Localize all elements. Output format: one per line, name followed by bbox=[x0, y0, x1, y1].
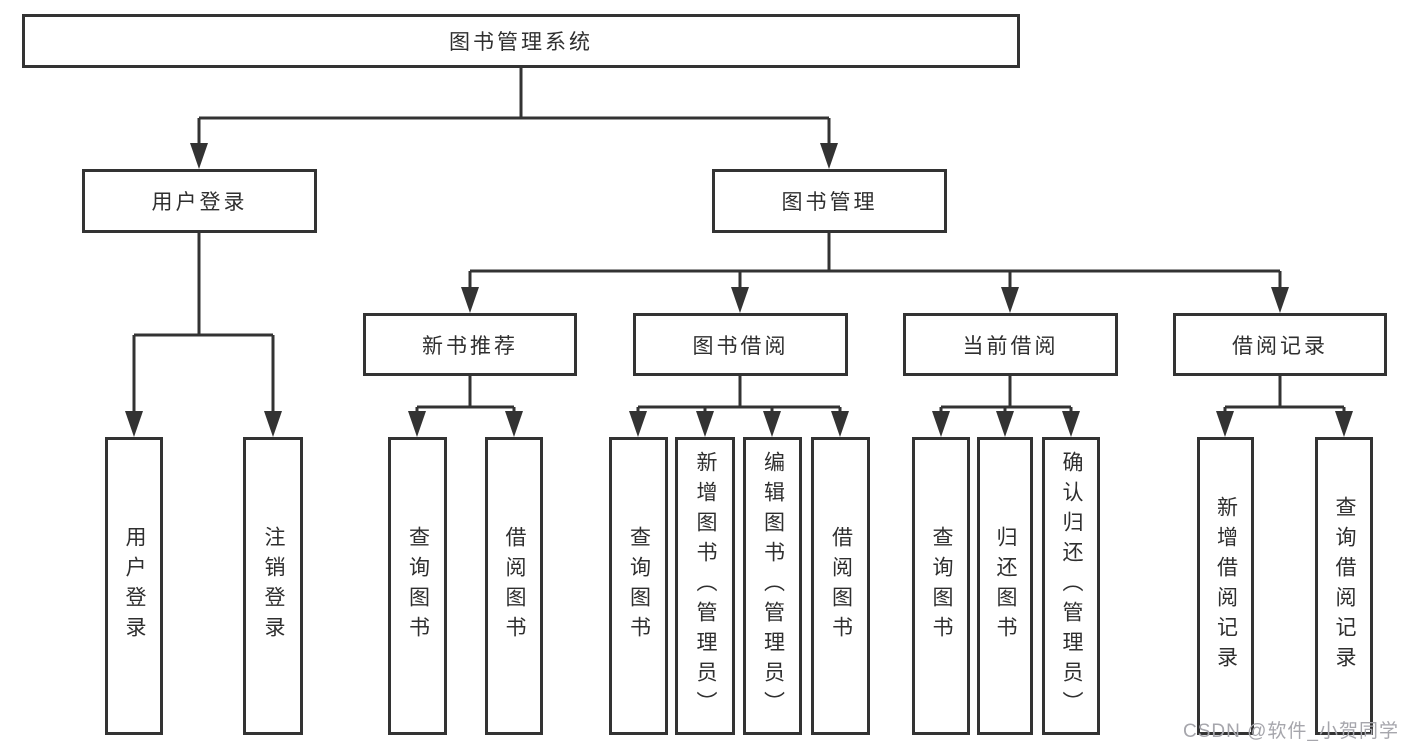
node-book-borrowing-label: 图书借阅 bbox=[692, 334, 789, 358]
leaf-query-books-borrowing: 查询图书 bbox=[609, 437, 668, 735]
csdn-watermark: CSDN @软件_小贺同学 bbox=[1183, 721, 1399, 742]
leaf-borrow-books-recommend-label: 借阅图书 bbox=[503, 526, 526, 646]
arrowhead bbox=[125, 411, 143, 437]
node-borrowing-records: 借阅记录 bbox=[1173, 313, 1387, 376]
node-new-book-recommend: 新书推荐 bbox=[363, 313, 577, 376]
arrowhead bbox=[505, 411, 523, 437]
arrowheads bbox=[125, 143, 1353, 437]
leaf-user-login-label: 用户登录 bbox=[123, 526, 146, 646]
arrowhead bbox=[996, 411, 1014, 437]
leaf-confirm-return-admin: 确认归还（管理员） bbox=[1042, 437, 1100, 735]
arrowhead bbox=[1271, 287, 1289, 313]
leaf-query-books-recommend: 查询图书 bbox=[388, 437, 447, 735]
arrowhead bbox=[190, 143, 208, 169]
leaf-query-books-current-label: 查询图书 bbox=[930, 526, 953, 646]
leaf-add-books-admin-label: 新增图书（管理员） bbox=[694, 451, 717, 721]
connector-book-management bbox=[468, 233, 1282, 296]
node-book-management-label: 图书管理 bbox=[781, 191, 878, 214]
leaf-borrow-books-borrowing-label: 借阅图书 bbox=[829, 526, 853, 646]
node-book-management: 图书管理 bbox=[712, 169, 947, 233]
arrowhead bbox=[264, 411, 282, 437]
node-root: 图书管理系统 bbox=[22, 14, 1020, 68]
arrowhead bbox=[932, 411, 950, 437]
leaf-add-borrow-record-label: 新增借阅记录 bbox=[1214, 496, 1238, 676]
arrowhead bbox=[1001, 287, 1019, 313]
leaf-add-borrow-record: 新增借阅记录 bbox=[1197, 437, 1254, 735]
leaf-add-books-admin: 新增图书（管理员） bbox=[675, 437, 735, 735]
node-root-label: 图书管理系统 bbox=[449, 31, 593, 54]
connector-root bbox=[197, 68, 831, 152]
leaf-query-books-borrowing-label: 查询图书 bbox=[627, 526, 651, 646]
node-user-login-label: 用户登录 bbox=[151, 191, 248, 214]
arrowhead bbox=[763, 411, 781, 437]
leaf-return-books-label: 归还图书 bbox=[994, 526, 1017, 646]
node-book-borrowing: 图书借阅 bbox=[633, 313, 848, 376]
leaf-confirm-return-admin-label: 确认归还（管理员） bbox=[1060, 451, 1083, 721]
arrowhead bbox=[461, 287, 479, 313]
connector-new-book-recommend bbox=[415, 376, 516, 420]
arrowhead bbox=[731, 287, 749, 313]
leaf-query-borrow-record-label: 查询借阅记录 bbox=[1333, 496, 1356, 676]
leaf-logout-login: 注销登录 bbox=[243, 437, 303, 735]
node-new-book-recommend-label: 新书推荐 bbox=[422, 334, 518, 358]
arrowhead bbox=[629, 411, 647, 437]
leaf-borrow-books-recommend: 借阅图书 bbox=[485, 437, 543, 735]
arrowhead bbox=[696, 411, 714, 437]
node-current-borrowing-label: 当前借阅 bbox=[962, 334, 1059, 358]
leaf-query-books-recommend-label: 查询图书 bbox=[406, 526, 430, 646]
arrowhead bbox=[820, 143, 838, 169]
node-borrowing-records-label: 借阅记录 bbox=[1232, 334, 1328, 358]
leaf-user-login: 用户登录 bbox=[105, 437, 163, 735]
leaf-edit-books-admin-label: 编辑图书（管理员） bbox=[761, 451, 785, 721]
arrowhead bbox=[1335, 411, 1353, 437]
leaf-borrow-books-borrowing: 借阅图书 bbox=[811, 437, 870, 735]
arrowhead bbox=[1216, 411, 1234, 437]
connector-borrowing-records bbox=[1223, 376, 1346, 420]
node-current-borrowing: 当前借阅 bbox=[903, 313, 1118, 376]
leaf-edit-books-admin: 编辑图书（管理员） bbox=[743, 437, 802, 735]
leaf-return-books: 归还图书 bbox=[977, 437, 1033, 735]
node-user-login: 用户登录 bbox=[82, 169, 317, 233]
leaf-query-books-current: 查询图书 bbox=[912, 437, 970, 735]
connector-user-login bbox=[132, 233, 275, 420]
connector-book-borrowing bbox=[636, 376, 842, 420]
arrowhead bbox=[1062, 411, 1080, 437]
arrowhead bbox=[408, 411, 426, 437]
arrowhead bbox=[831, 411, 849, 437]
leaf-query-borrow-record: 查询借阅记录 bbox=[1315, 437, 1373, 735]
leaf-logout-login-label: 注销登录 bbox=[262, 526, 285, 646]
